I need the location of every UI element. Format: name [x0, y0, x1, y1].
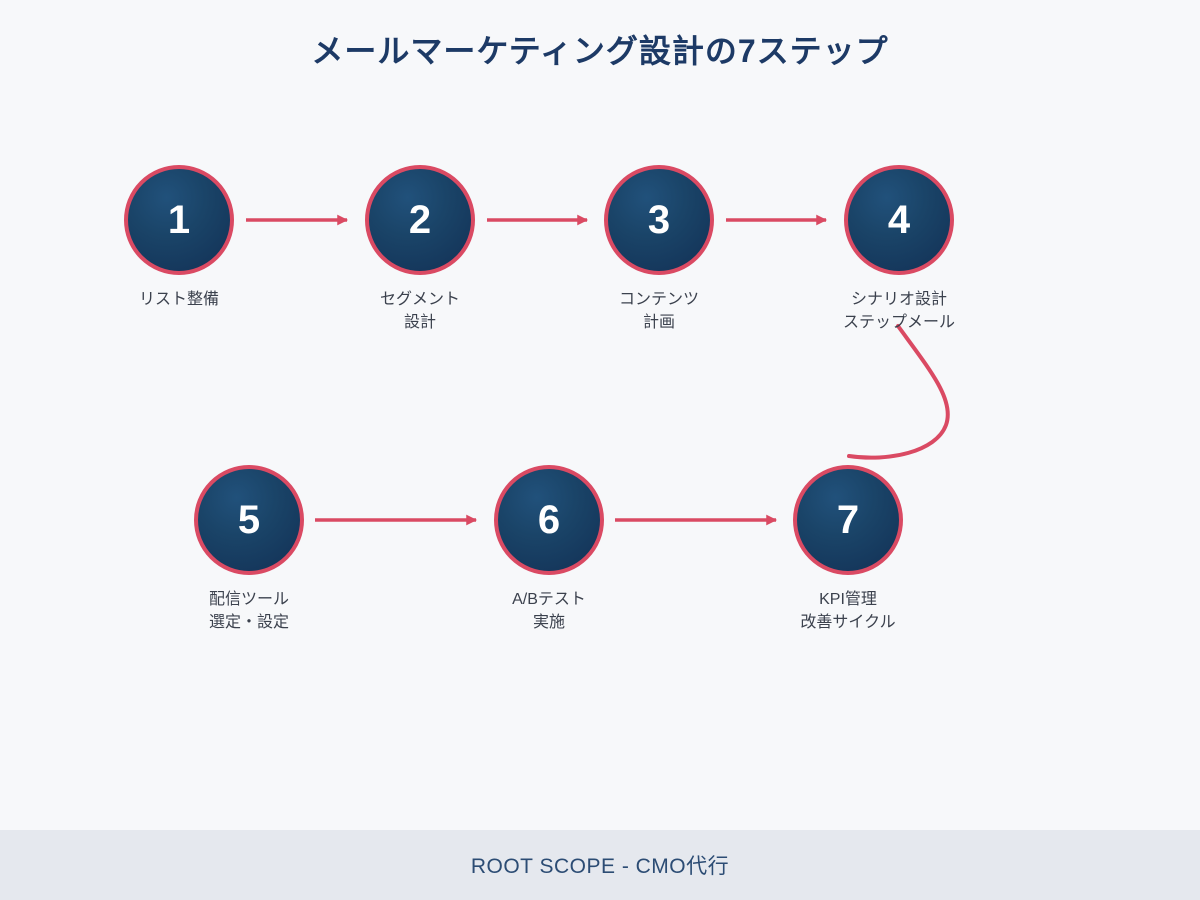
footer-brand-text: ROOT SCOPE - CMO代行	[470, 855, 730, 878]
step-label: 配信ツール 選定・設定	[208, 591, 289, 631]
step-label: コンテンツ 計画	[618, 291, 699, 331]
step-circle-2: 2	[365, 165, 475, 275]
step-label: KPI管理 改善サイクル	[800, 591, 896, 631]
step-number: 7	[836, 497, 860, 542]
step-label: シナリオ設計 ステップメール	[842, 291, 955, 331]
step-node-4: 4 シナリオ設計 ステップメール	[843, 165, 955, 334]
step-label: リスト整備	[138, 291, 219, 308]
step-label: セグメント 設計	[379, 291, 460, 331]
step-number: 6	[537, 497, 561, 542]
step-number: 3	[647, 197, 671, 242]
step-circle-5: 5	[194, 465, 304, 575]
step-number: 1	[167, 197, 191, 242]
step-node-6: 6 A/Bテスト 実施	[494, 465, 604, 634]
step-circle-7: 7	[793, 465, 903, 575]
step-node-1: 1 リスト整備	[124, 165, 234, 311]
step-circle-4: 4	[844, 165, 954, 275]
step-number: 2	[408, 197, 432, 242]
step-circle-3: 3	[604, 165, 714, 275]
step-circle-1: 1	[124, 165, 234, 275]
step-node-5: 5 配信ツール 選定・設定	[194, 465, 304, 634]
step-node-3: 3 コンテンツ 計画	[604, 165, 714, 334]
step-number: 5	[237, 497, 261, 542]
page-title: メールマーケティング設計の7ステップ	[311, 33, 889, 69]
footer-band: ROOT SCOPE - CMO代行	[0, 830, 1200, 900]
step-node-2: 2 セグメント 設計	[365, 165, 475, 334]
step-number: 4	[887, 197, 911, 242]
step-circle-6: 6	[494, 465, 604, 575]
step-label: A/Bテスト 実施	[512, 591, 586, 631]
step-node-7: 7 KPI管理 改善サイクル	[793, 465, 903, 634]
curve-step4-to-row2	[847, 324, 950, 460]
